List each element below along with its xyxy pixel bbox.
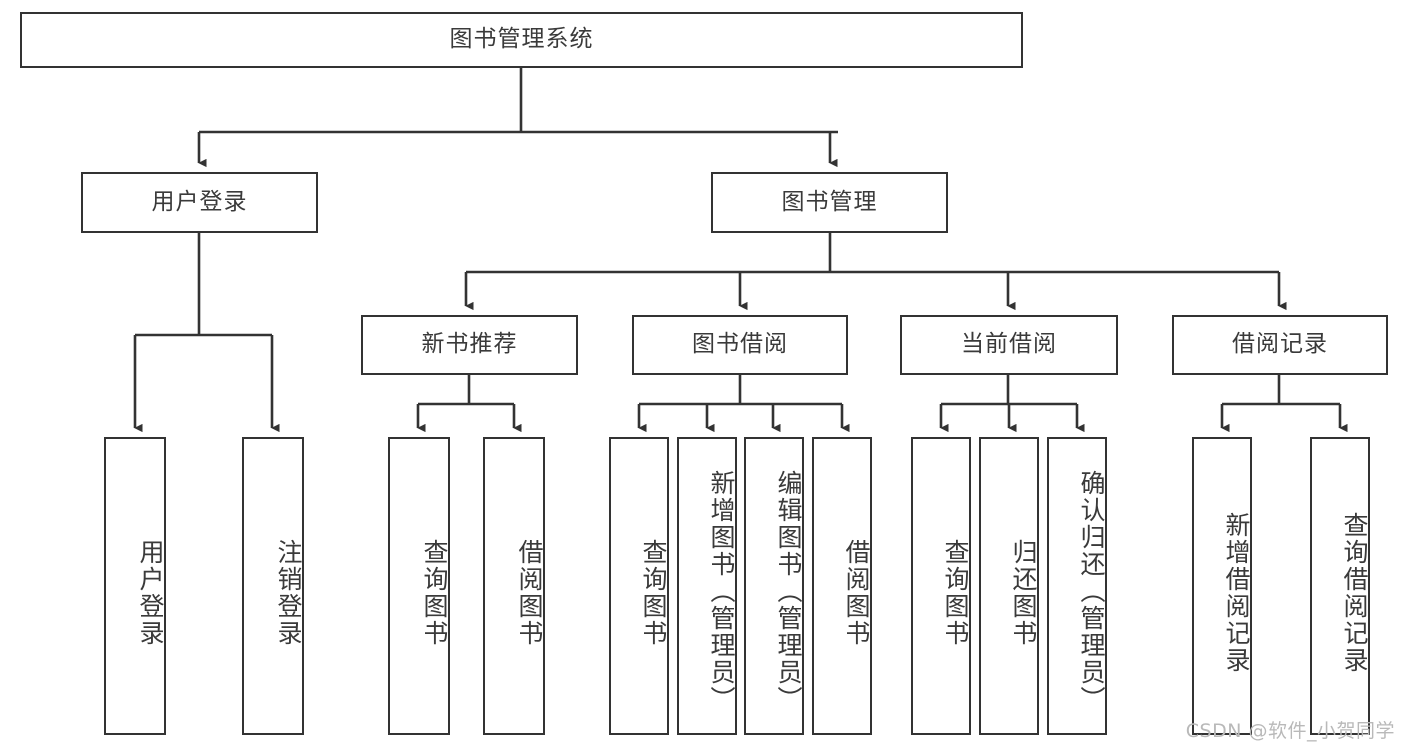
node-borrow-record[interactable]: 借阅记录 (1172, 315, 1388, 375)
leaf-new-book-borrow-book[interactable]: 借阅图书 (483, 437, 545, 735)
node-label: 新增图书（管理员） (707, 469, 736, 713)
node-label: 查询图书 (941, 539, 970, 647)
node-label: 编辑图书（管理员） (774, 469, 803, 713)
leaf-book-borrow-query-book[interactable]: 查询图书 (609, 437, 669, 735)
leaf-current-borrow-query-book[interactable]: 查询图书 (911, 437, 971, 735)
leaf-borrow-record-add-record[interactable]: 新增借阅记录 (1192, 437, 1252, 735)
node-label: 当前借阅 (961, 331, 1057, 358)
node-label: 图书借阅 (692, 331, 788, 358)
node-label: 图书管理系统 (449, 26, 594, 53)
node-label: 新书推荐 (421, 331, 518, 358)
leaf-user-login-login[interactable]: 用户登录 (104, 437, 166, 735)
node-label: 新增借阅记录 (1222, 512, 1251, 674)
node-label: 查询图书 (639, 539, 668, 647)
node-label: 用户登录 (136, 539, 165, 647)
node-label: 图书管理 (781, 188, 878, 215)
leaf-book-borrow-edit-book-admin[interactable]: 编辑图书（管理员） (744, 437, 804, 735)
leaf-borrow-record-query-record[interactable]: 查询借阅记录 (1310, 437, 1370, 735)
node-label: 确认归还（管理员） (1077, 469, 1106, 713)
node-current-borrow[interactable]: 当前借阅 (900, 315, 1118, 375)
leaf-book-borrow-borrow-book[interactable]: 借阅图书 (812, 437, 872, 735)
node-label: 借阅图书 (515, 539, 544, 647)
node-label: 归还图书 (1009, 539, 1038, 647)
node-label: 借阅图书 (842, 539, 871, 647)
node-new-book-recommendation[interactable]: 新书推荐 (361, 315, 578, 375)
node-label: 查询图书 (420, 539, 449, 647)
node-label: 注销登录 (274, 539, 303, 647)
leaf-user-login-logout[interactable]: 注销登录 (242, 437, 304, 735)
node-user-login[interactable]: 用户登录 (81, 172, 318, 233)
leaf-new-book-query-book[interactable]: 查询图书 (388, 437, 450, 735)
node-label: 借阅记录 (1232, 331, 1328, 358)
node-book-management[interactable]: 图书管理 (711, 172, 948, 233)
leaf-current-borrow-confirm-return-admin[interactable]: 确认归还（管理员） (1047, 437, 1107, 735)
csdn-watermark: CSDN @软件_小贺同学 (1185, 720, 1395, 742)
node-label: 查询借阅记录 (1340, 512, 1369, 674)
node-label: 用户登录 (151, 188, 248, 215)
leaf-book-borrow-add-book-admin[interactable]: 新增图书（管理员） (677, 437, 737, 735)
node-book-borrow[interactable]: 图书借阅 (632, 315, 848, 375)
node-root-book-management-system[interactable]: 图书管理系统 (20, 12, 1023, 68)
leaf-current-borrow-return-book[interactable]: 归还图书 (979, 437, 1039, 735)
